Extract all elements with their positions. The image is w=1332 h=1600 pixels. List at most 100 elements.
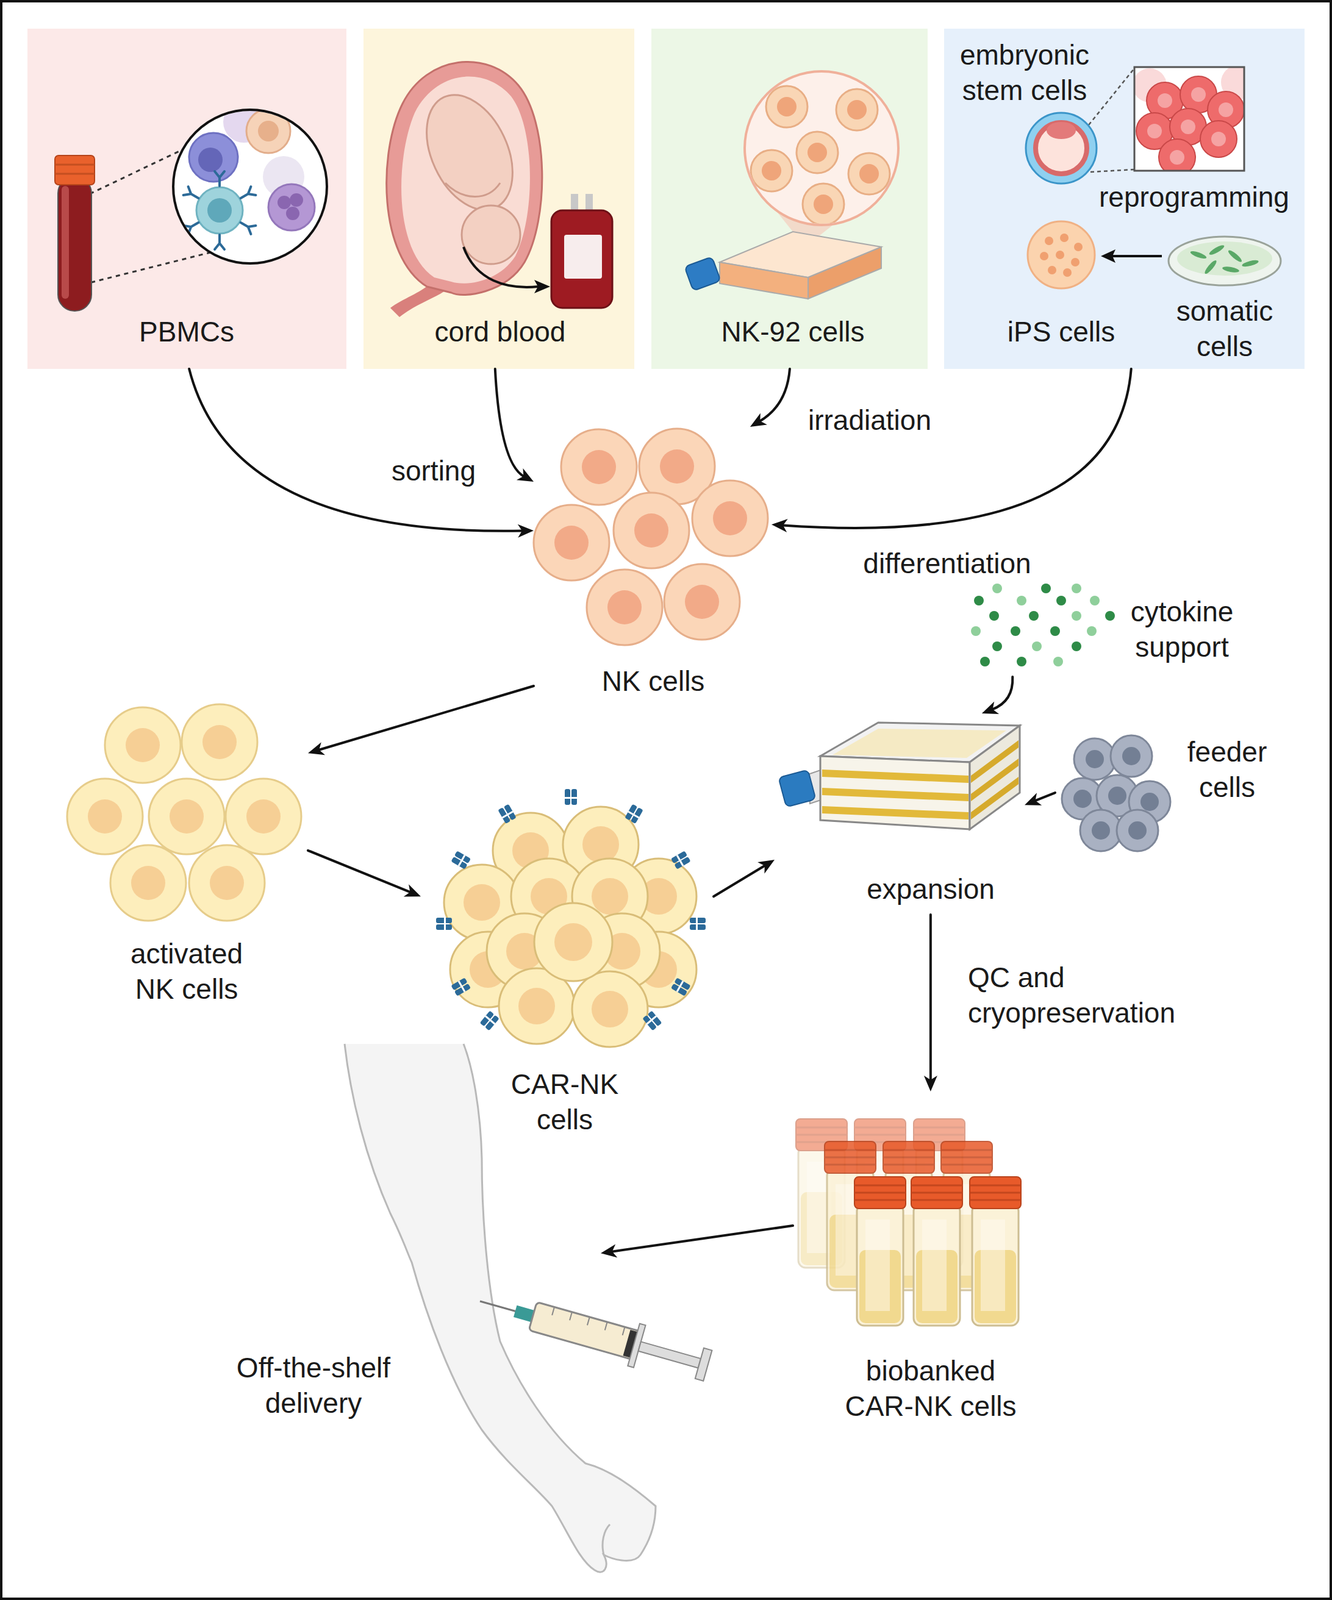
source-panel: embryonic stem cellsreprogrammingiPS cel… bbox=[944, 28, 1305, 369]
car-nk-cluster bbox=[436, 917, 452, 931]
cryovial-rack bbox=[854, 1177, 906, 1326]
stem-cells bbox=[1035, 122, 1087, 174]
activated-nk-cluster bbox=[169, 799, 204, 834]
arrow-head bbox=[403, 884, 421, 897]
cytokine-dots bbox=[1041, 583, 1051, 594]
connector bbox=[495, 368, 524, 477]
blood-bag bbox=[551, 193, 613, 308]
activated-nk-cluster bbox=[246, 799, 281, 834]
node-label: cord blood bbox=[434, 314, 566, 351]
cytokine-dots bbox=[1071, 641, 1082, 652]
node-label: CAR-NK cells bbox=[503, 1067, 626, 1138]
stem-cells bbox=[1169, 150, 1185, 165]
car-nk-cluster bbox=[463, 884, 501, 921]
magnified-blood-cells bbox=[214, 171, 225, 187]
blood-tube bbox=[57, 176, 92, 312]
stem-cells bbox=[1211, 131, 1226, 147]
connector bbox=[759, 368, 790, 422]
cytokine-dots bbox=[970, 626, 981, 637]
nk92-culture bbox=[761, 161, 782, 181]
stem-cells bbox=[1047, 265, 1057, 275]
arrow-head bbox=[1024, 792, 1042, 806]
connector bbox=[1034, 792, 1056, 801]
label-slot: iPS cells bbox=[988, 314, 1135, 351]
nk92-culture bbox=[750, 150, 793, 192]
syringe bbox=[528, 1302, 643, 1361]
connector bbox=[713, 865, 766, 897]
stem-cells bbox=[1063, 268, 1072, 277]
magnified-blood-cells bbox=[238, 218, 257, 235]
stem-cells bbox=[1074, 242, 1083, 252]
label-slot: QC and cryopreservation bbox=[964, 960, 1196, 1031]
activated-nk-cluster bbox=[125, 728, 160, 763]
activated-nk-cluster bbox=[67, 704, 302, 921]
car-nk-cluster bbox=[564, 789, 577, 806]
pregnant-uterus bbox=[386, 61, 551, 318]
car-nk-cluster bbox=[518, 988, 555, 1025]
node-label: NK-92 cells bbox=[720, 314, 865, 351]
stem-cells bbox=[1208, 243, 1226, 257]
nk-cell-cluster bbox=[684, 584, 720, 620]
car-nk-cluster bbox=[582, 826, 620, 863]
node-label: Off-the-shelf delivery bbox=[222, 1350, 405, 1422]
label-slot: NK-92 cells bbox=[664, 314, 921, 351]
blood-bag bbox=[564, 234, 602, 279]
nk92-culture bbox=[813, 194, 834, 215]
label-slot: irradiation bbox=[686, 403, 1053, 439]
magnified-blood-cells bbox=[238, 186, 257, 203]
blood-tube bbox=[54, 164, 95, 174]
connector bbox=[929, 914, 932, 1081]
magnified-blood-cells bbox=[268, 184, 315, 231]
cytokine-dots bbox=[1028, 611, 1039, 621]
car-nk-cluster bbox=[450, 977, 471, 996]
culture-flask-drawing bbox=[820, 756, 970, 830]
nk92-culture bbox=[859, 164, 879, 184]
node-label: cytokine support bbox=[1117, 594, 1247, 665]
pregnant-uterus bbox=[463, 247, 538, 288]
magnified-blood-cells bbox=[173, 109, 327, 264]
label-slot: PBMCs bbox=[89, 314, 285, 351]
activated-nk-cluster bbox=[225, 778, 302, 855]
label-slot: feeder cells bbox=[1175, 734, 1279, 806]
cytokine-dots bbox=[1071, 583, 1082, 594]
activated-nk-cluster bbox=[189, 845, 265, 921]
label-slot: cord blood bbox=[378, 314, 623, 351]
magnified-blood-cells bbox=[196, 187, 243, 234]
stem-cells bbox=[1134, 67, 1245, 171]
stem-cells bbox=[1168, 236, 1281, 286]
nk-cell-cluster bbox=[586, 569, 663, 646]
nk-cell-cluster bbox=[692, 480, 768, 557]
pregnant-uterus bbox=[386, 61, 543, 295]
stem-cells bbox=[1070, 257, 1080, 267]
blood-bag bbox=[551, 210, 613, 308]
stem-cells bbox=[1147, 123, 1162, 139]
stem-cells bbox=[1055, 250, 1065, 260]
syringe bbox=[551, 1307, 625, 1336]
activated-nk-cluster bbox=[67, 778, 143, 855]
stem-cells bbox=[1191, 87, 1206, 102]
feeder-cell-cluster bbox=[1080, 809, 1122, 852]
cytokine-dots bbox=[992, 641, 1003, 652]
nk92-culture bbox=[848, 153, 890, 195]
label-slot: reprogramming bbox=[1093, 179, 1295, 216]
nk92-culture bbox=[796, 131, 838, 174]
nk92-culture bbox=[684, 71, 899, 299]
connector bbox=[992, 676, 1014, 710]
arrow-head bbox=[750, 412, 768, 427]
car-nk-cluster bbox=[554, 923, 593, 962]
car-nk-cluster bbox=[450, 850, 471, 870]
magnified-blood-cells bbox=[286, 206, 300, 221]
connector bbox=[611, 1225, 793, 1253]
arrow-head bbox=[600, 1244, 618, 1259]
nk-cell-cluster bbox=[533, 504, 610, 581]
edge-label: QC and cryopreservation bbox=[964, 960, 1196, 1031]
stem-cells bbox=[1218, 102, 1234, 118]
car-nk-cluster bbox=[534, 903, 613, 982]
label-slot: cytokine support bbox=[1117, 594, 1247, 665]
magnified-blood-cells bbox=[173, 101, 327, 264]
feeder-cell-cluster bbox=[1073, 789, 1092, 809]
syringe bbox=[473, 1280, 714, 1387]
magnified-blood-cells bbox=[198, 147, 223, 172]
stem-cells bbox=[1025, 112, 1097, 184]
